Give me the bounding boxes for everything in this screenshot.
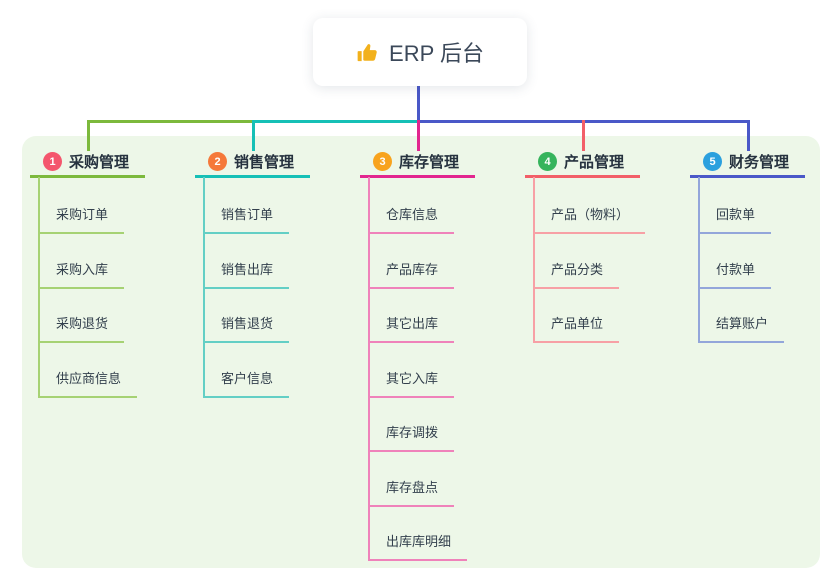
- branch-number-badge: 5: [703, 152, 722, 171]
- child-label: 库存调拨: [386, 425, 439, 440]
- child-node[interactable]: 产品单位: [533, 307, 620, 343]
- child-node[interactable]: 其它出库: [368, 307, 455, 343]
- child-node[interactable]: 库存盘点: [368, 471, 455, 507]
- child-label: 销售订单: [221, 207, 274, 222]
- connector-bus-segment: [87, 120, 253, 123]
- child-label: 供应商信息: [56, 371, 122, 386]
- branch-drop-line: [252, 120, 255, 151]
- child-label: 其它出库: [386, 316, 439, 331]
- child-label: 产品单位: [551, 316, 604, 331]
- branch-node-1[interactable]: 1 采购管理: [30, 148, 145, 178]
- child-label: 产品（物料）: [551, 207, 630, 222]
- branches-panel: [22, 136, 820, 568]
- branch-number-badge: 1: [43, 152, 62, 171]
- branch-label: 采购管理: [69, 154, 130, 171]
- child-label: 客户信息: [221, 371, 274, 386]
- branch-label: 财务管理: [729, 154, 790, 171]
- thumbs-up-icon: [356, 41, 379, 64]
- branch-drop-line: [87, 120, 90, 151]
- child-label: 结算账户: [716, 316, 769, 331]
- child-node[interactable]: 仓库信息: [368, 198, 455, 234]
- branch-node-5[interactable]: 5 财务管理: [690, 148, 805, 178]
- child-node[interactable]: 结算账户: [698, 307, 785, 343]
- child-label: 产品分类: [551, 262, 604, 277]
- child-label: 库存盘点: [386, 480, 439, 495]
- branch-node-4[interactable]: 4 产品管理: [525, 148, 640, 178]
- child-node[interactable]: 库存调拨: [368, 416, 455, 452]
- child-node[interactable]: 产品（物料）: [533, 198, 646, 234]
- branch-drop-line: [747, 120, 750, 151]
- child-node[interactable]: 客户信息: [203, 362, 290, 398]
- branch-number-badge: 3: [373, 152, 392, 171]
- branch-spine-line: [698, 177, 700, 343]
- branch-label: 销售管理: [234, 154, 295, 171]
- branch-node-2[interactable]: 2 销售管理: [195, 148, 310, 178]
- child-node[interactable]: 产品分类: [533, 253, 620, 289]
- child-label: 其它入库: [386, 371, 439, 386]
- child-node[interactable]: 产品库存: [368, 253, 455, 289]
- branch-drop-line: [582, 120, 585, 151]
- child-label: 付款单: [716, 262, 756, 277]
- child-node[interactable]: 采购退货: [38, 307, 125, 343]
- child-node[interactable]: 采购入库: [38, 253, 125, 289]
- child-label: 回款单: [716, 207, 756, 222]
- child-node[interactable]: 其它入库: [368, 362, 455, 398]
- child-label: 仓库信息: [386, 207, 439, 222]
- child-label: 采购订单: [56, 207, 109, 222]
- root-connector-line: [417, 86, 420, 120]
- child-node[interactable]: 回款单: [698, 198, 772, 234]
- child-label: 销售退货: [221, 316, 274, 331]
- branch-label: 产品管理: [564, 154, 625, 171]
- child-label: 销售出库: [221, 262, 274, 277]
- connector-bus-segment: [252, 120, 418, 123]
- child-node[interactable]: 销售订单: [203, 198, 290, 234]
- root-node[interactable]: ERP 后台: [313, 18, 527, 86]
- child-label: 出库库明细: [386, 534, 452, 549]
- child-node[interactable]: 销售出库: [203, 253, 290, 289]
- child-node[interactable]: 供应商信息: [38, 362, 138, 398]
- branch-drop-line: [417, 120, 420, 151]
- child-node[interactable]: 出库库明细: [368, 525, 468, 561]
- branch-spine-line: [368, 177, 370, 561]
- branch-number-badge: 2: [208, 152, 227, 171]
- branch-node-3[interactable]: 3 库存管理: [360, 148, 475, 178]
- branch-number-badge: 4: [538, 152, 557, 171]
- child-node[interactable]: 销售退货: [203, 307, 290, 343]
- child-node[interactable]: 付款单: [698, 253, 772, 289]
- child-label: 采购入库: [56, 262, 109, 277]
- root-label: ERP 后台: [389, 41, 484, 66]
- branch-label: 库存管理: [399, 154, 460, 171]
- child-node[interactable]: 采购订单: [38, 198, 125, 234]
- child-label: 采购退货: [56, 316, 109, 331]
- child-label: 产品库存: [386, 262, 439, 277]
- branch-spine-line: [533, 177, 535, 343]
